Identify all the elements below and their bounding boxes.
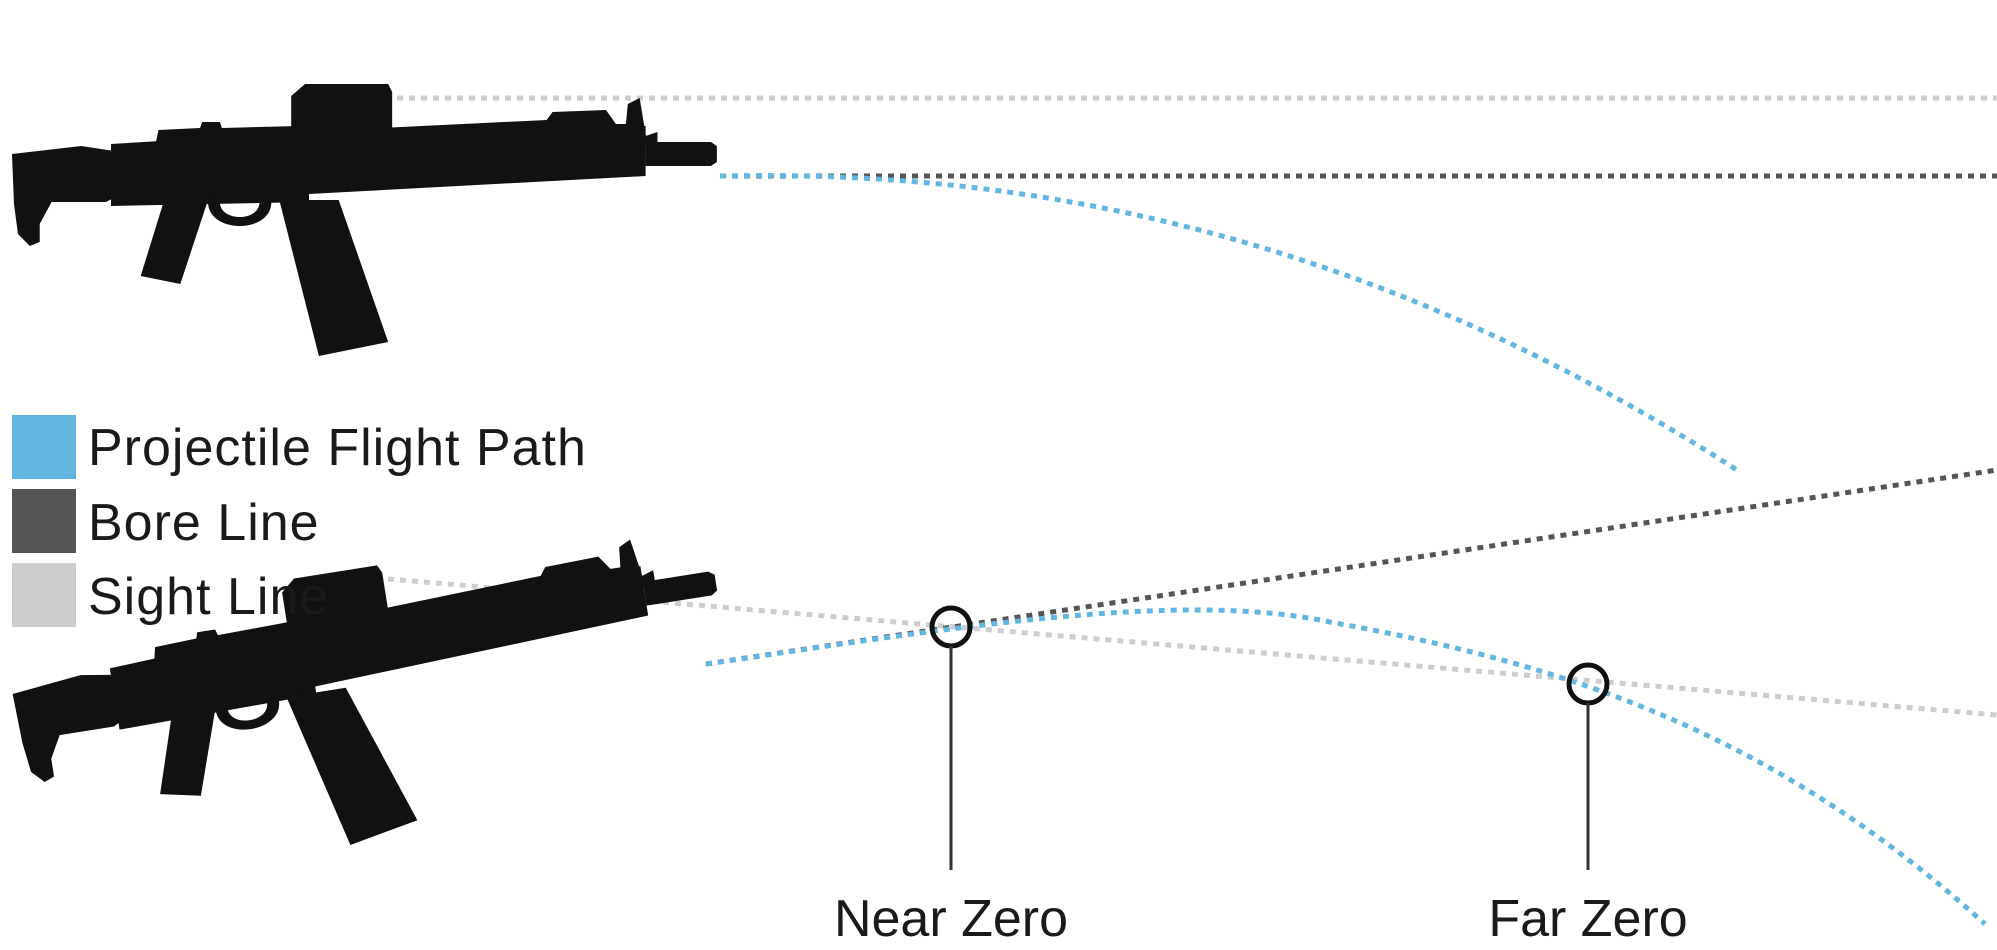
legend-swatch-projectile <box>12 415 76 479</box>
legend-label-bore: Bore Line <box>88 494 320 552</box>
legend-swatch-sight <box>12 563 76 627</box>
legend-swatch-bore <box>12 489 76 553</box>
legend-label-sight: Sight Line <box>88 568 329 626</box>
far-zero-label: Far Zero <box>1488 890 1687 945</box>
legend: Projectile Flight Path Bore Line Sight L… <box>12 415 587 627</box>
legend-label-projectile: Projectile Flight Path <box>88 419 587 477</box>
top-rifle-icon <box>12 84 717 356</box>
bottom-projectile-path <box>705 607 1987 926</box>
near-zero-label: Near Zero <box>834 890 1068 945</box>
top-projectile-path <box>719 173 1742 475</box>
